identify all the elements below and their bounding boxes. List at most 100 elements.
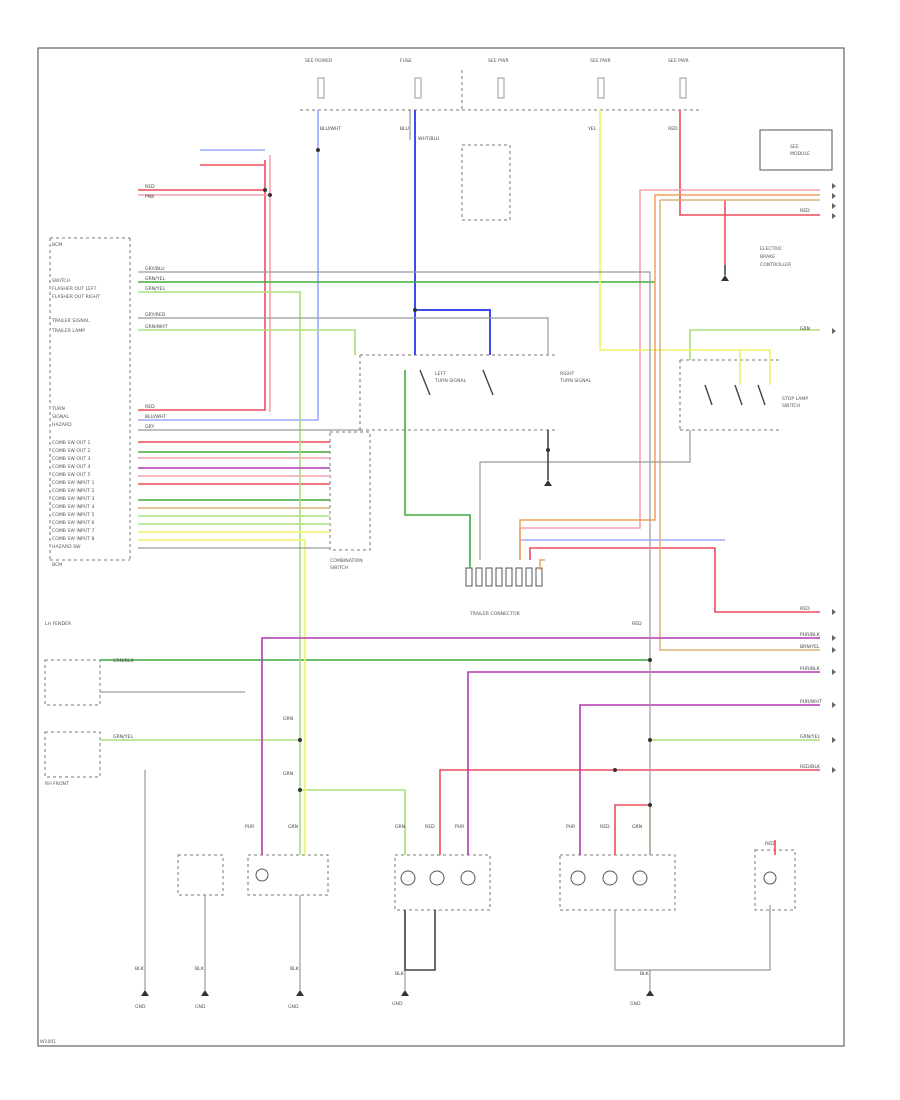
- svg-text:TURN: TURN: [51, 406, 65, 412]
- lamp-bulbs: [255, 868, 777, 886]
- side-turn-lamp-right: [44, 731, 101, 778]
- svg-text:FUSE: FUSE: [400, 58, 412, 64]
- svg-text:SEE POWER: SEE POWER: [305, 58, 333, 64]
- svg-text:PUR: PUR: [245, 824, 255, 830]
- trailer-connector: TRAILER CONNECTOR: [465, 567, 543, 617]
- svg-text:BLU/WHT: BLU/WHT: [145, 414, 166, 420]
- svg-text:SEE PWR: SEE PWR: [590, 58, 611, 64]
- svg-text:RED: RED: [668, 126, 678, 132]
- svg-text:GRY/BLU: GRY/BLU: [145, 266, 165, 272]
- wire-gray: [100, 110, 771, 990]
- svg-text:COMB SW INPUT 8: COMB SW INPUT 8: [52, 536, 95, 542]
- svg-text:YEL: YEL: [587, 126, 597, 132]
- svg-text:TRAILER SIGNAL: TRAILER SIGNAL: [51, 318, 90, 324]
- svg-text:RED/BLK: RED/BLK: [800, 764, 821, 770]
- svg-text:TRAILER LAMP: TRAILER LAMP: [51, 328, 85, 334]
- svg-text:SWITCH: SWITCH: [52, 278, 70, 284]
- svg-text:WHT/BLU: WHT/BLU: [418, 136, 439, 142]
- svg-text:COMB SW INPUT 6: COMB SW INPUT 6: [52, 520, 95, 526]
- svg-text:COMB SW INPUT 2: COMB SW INPUT 2: [52, 488, 95, 494]
- svg-text:RIGHT: RIGHT: [560, 371, 575, 377]
- svg-text:RED: RED: [425, 824, 435, 830]
- wire-red: [138, 110, 820, 855]
- svg-text:RH FRONT: RH FRONT: [45, 781, 69, 787]
- svg-text:GND: GND: [630, 1001, 641, 1007]
- svg-text:GRN/YEL: GRN/YEL: [800, 734, 820, 740]
- svg-text:PNK: PNK: [145, 194, 155, 200]
- module-top-right: [759, 129, 833, 171]
- svg-text:PUR/BLK: PUR/BLK: [800, 632, 821, 638]
- svg-text:LH FENDER: LH FENDER: [45, 621, 72, 627]
- svg-text:GRN: GRN: [800, 326, 810, 332]
- svg-text:COMB SW OUT 2: COMB SW OUT 2: [52, 448, 91, 454]
- svg-text:SEE PWR: SEE PWR: [488, 58, 509, 64]
- svg-text:COMB SW OUT 1: COMB SW OUT 1: [52, 440, 91, 446]
- turn-relays: LEFT TURN SIGNAL RIGHT TURN SIGNAL: [359, 354, 592, 431]
- svg-text:SWITCH: SWITCH: [330, 565, 348, 571]
- svg-text:PUR: PUR: [566, 824, 576, 830]
- hazard-switch-bottom: [177, 854, 224, 896]
- svg-text:GND: GND: [392, 1001, 403, 1007]
- svg-text:BLK: BLK: [195, 966, 205, 972]
- wire-yellow: [138, 110, 771, 855]
- svg-text:GRN/BLK: GRN/BLK: [113, 658, 134, 664]
- footer-code: W1001: [40, 1039, 56, 1045]
- svg-text:HAZARD SW: HAZARD SW: [52, 544, 81, 550]
- svg-text:SEE PWR: SEE PWR: [668, 58, 689, 64]
- svg-text:COMB SW INPUT 1: COMB SW INPUT 1: [52, 480, 95, 486]
- diagram-frame: [37, 47, 845, 1047]
- wire-green: [100, 281, 655, 661]
- ground-symbols: [141, 275, 729, 996]
- splice-points: [263, 148, 652, 807]
- svg-text:TURN SIGNAL: TURN SIGNAL: [559, 378, 592, 384]
- svg-text:BCM: BCM: [52, 242, 62, 248]
- svg-text:COMB SW INPUT 3: COMB SW INPUT 3: [52, 496, 95, 502]
- control-unit-left: BCM SWITCH FLASHER OUT LEFT FLASHER OUT …: [49, 237, 131, 568]
- side-turn-lamp-left: [44, 659, 101, 706]
- ground-leads: [404, 265, 726, 971]
- svg-text:RED: RED: [632, 621, 642, 627]
- svg-text:RED: RED: [765, 841, 775, 847]
- svg-text:GRN/YEL: GRN/YEL: [113, 734, 133, 740]
- svg-text:GRN: GRN: [395, 824, 405, 830]
- svg-text:BLK: BLK: [290, 966, 300, 972]
- svg-text:TURN SIGNAL: TURN SIGNAL: [434, 378, 467, 384]
- svg-text:BLK: BLK: [135, 966, 145, 972]
- svg-text:SIGNAL: SIGNAL: [52, 414, 69, 420]
- svg-text:GRN/YEL: GRN/YEL: [145, 286, 165, 292]
- svg-text:GND: GND: [288, 1004, 299, 1010]
- svg-text:PUR/BLK: PUR/BLK: [800, 666, 821, 672]
- svg-text:COMB SW INPUT 7: COMB SW INPUT 7: [52, 528, 95, 534]
- front-combination-lamp-right: [394, 854, 491, 911]
- svg-text:GND: GND: [195, 1004, 206, 1010]
- svg-text:GRN/YEL: GRN/YEL: [145, 276, 165, 282]
- stop-switch-right: STOP LAMP SWITCH: [679, 359, 808, 431]
- svg-text:BLK: BLK: [640, 971, 650, 977]
- svg-text:SWITCH: SWITCH: [782, 403, 800, 409]
- svg-text:GRY: GRY: [145, 424, 154, 430]
- svg-text:GND: GND: [135, 1004, 146, 1010]
- svg-text:PUR/WHT: PUR/WHT: [800, 699, 822, 705]
- svg-text:BRAKE: BRAKE: [760, 254, 775, 260]
- svg-text:BLU: BLU: [400, 126, 409, 132]
- continuation-arrows: [832, 183, 836, 773]
- svg-text:SEE: SEE: [790, 144, 799, 150]
- svg-text:COMBINATION: COMBINATION: [330, 558, 363, 564]
- svg-text:FLASHER OUT LEFT: FLASHER OUT LEFT: [52, 286, 97, 292]
- svg-text:GRN/WHT: GRN/WHT: [145, 324, 168, 330]
- svg-text:BRN/YEL: BRN/YEL: [800, 644, 820, 650]
- svg-text:RED: RED: [145, 404, 155, 410]
- combination-switch: [329, 431, 371, 551]
- front-combination-lamp-left: [559, 854, 676, 911]
- svg-text:GRN: GRN: [283, 771, 293, 777]
- svg-text:RED: RED: [145, 184, 155, 190]
- svg-text:GRN: GRN: [288, 824, 298, 830]
- svg-text:STOP LAMP: STOP LAMP: [782, 396, 808, 402]
- svg-text:BLU/WHT: BLU/WHT: [320, 126, 341, 132]
- svg-text:COMB SW OUT 4: COMB SW OUT 4: [52, 464, 91, 470]
- svg-text:FLASHER OUT RIGHT: FLASHER OUT RIGHT: [52, 294, 100, 300]
- svg-text:BLK: BLK: [395, 971, 405, 977]
- svg-text:GRY/RED: GRY/RED: [145, 312, 166, 318]
- wire-orange: [519, 194, 820, 570]
